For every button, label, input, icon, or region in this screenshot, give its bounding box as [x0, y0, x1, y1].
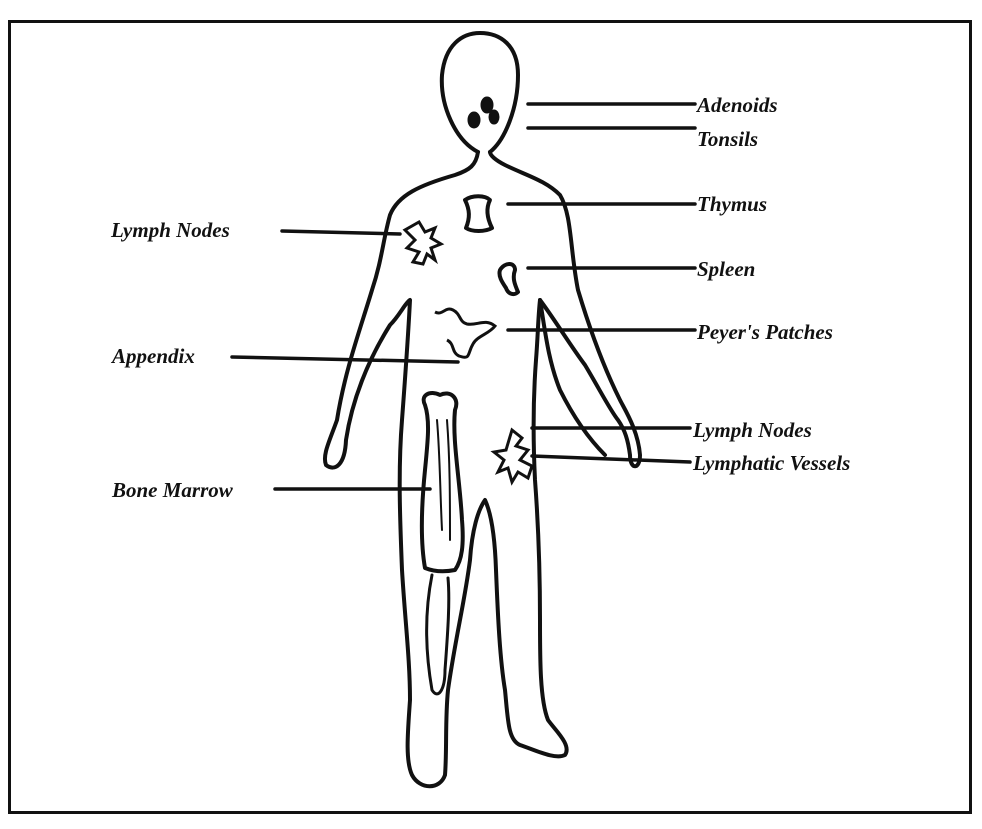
lymph-node-cluster-upper [405, 222, 441, 264]
lower-leg-bone [427, 575, 449, 694]
label-spleen: Spleen [697, 257, 755, 281]
label-lymph-nodes-lower: Lymph Nodes [693, 418, 812, 442]
arm-inner [540, 300, 605, 455]
lymph-nodes-upper-leader [282, 231, 400, 234]
lymphatic-vessels-leader [532, 456, 690, 462]
adenoid-mark [469, 113, 479, 127]
label-adenoids: Adenoids [697, 93, 778, 117]
label-thymus: Thymus [697, 192, 767, 216]
thymus-shape [465, 196, 492, 231]
tonsil-mark [490, 111, 498, 123]
label-tonsils: Tonsils [697, 127, 758, 151]
lymph-node-cluster-lower [494, 430, 532, 482]
femur-shape [422, 393, 463, 571]
label-appendix: Appendix [112, 344, 195, 368]
label-bone-marrow: Bone Marrow [112, 478, 233, 502]
head-outline [442, 33, 518, 152]
appendix-leader [232, 357, 458, 362]
marrow-channel [437, 420, 450, 540]
label-lymphatic-vessels: Lymphatic Vessels [693, 451, 850, 475]
body-outline [325, 152, 640, 786]
label-peyers-patches: Peyer's Patches [697, 320, 833, 344]
peyers-patches-shape [435, 309, 495, 357]
adenoid-mark [482, 98, 492, 112]
spleen-shape [499, 264, 518, 294]
label-lymph-nodes-upper: Lymph Nodes [111, 218, 230, 242]
